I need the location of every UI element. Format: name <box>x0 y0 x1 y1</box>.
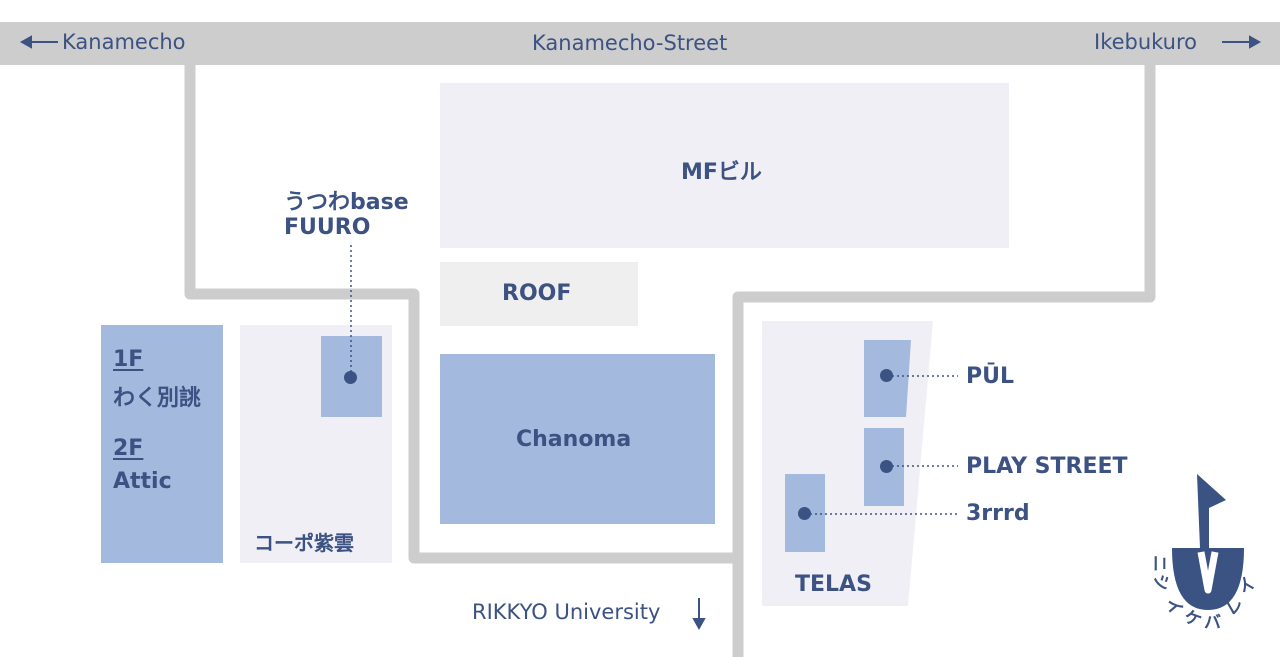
building-left[interactable] <box>101 325 223 563</box>
building-roof[interactable] <box>440 262 638 326</box>
building-roof-label: ROOF <box>502 281 572 306</box>
alley-path <box>184 60 1156 657</box>
arrow-right-icon <box>1222 35 1262 49</box>
shop-play-street-label: PLAY STREET <box>966 454 1128 479</box>
svg-text:イ: イ <box>1160 594 1186 620</box>
building-mf[interactable] <box>440 83 1009 248</box>
arrow-down-icon <box>692 598 706 631</box>
svg-text:ニ: ニ <box>1149 555 1169 572</box>
shop-utsuwa-label-line1: うつわbase <box>284 190 409 215</box>
logo-flag-icon <box>1197 474 1226 548</box>
floor-1f-name: わく別誂 <box>113 386 202 411</box>
road-label-ikebukuro: Ikebukuro <box>1094 30 1198 54</box>
floor-2f-label: 2F <box>113 436 144 461</box>
shop-utsuwa-label-line2: FUURO <box>284 215 371 240</box>
kanamecho-street-road <box>0 22 1280 65</box>
marker-pul[interactable] <box>880 369 893 382</box>
svg-text:バ: バ <box>1204 613 1221 633</box>
building-chanoma[interactable] <box>440 354 715 524</box>
marker-3rrrd[interactable] <box>798 507 811 520</box>
building-mf-label: MFビル <box>681 160 762 185</box>
building-corpo-label: コーポ紫雲 <box>254 531 354 555</box>
building-telas-label: TELAS <box>795 572 872 597</box>
svg-text:シ: シ <box>1149 572 1173 594</box>
marker-utsuwa[interactable] <box>344 371 357 384</box>
building-chanoma-label: Chanoma <box>516 427 632 452</box>
floor-1f-label: 1F <box>113 347 144 372</box>
svg-text:ケ: ケ <box>1181 607 1204 632</box>
arrow-left-icon <box>19 35 58 49</box>
road-label-kanamecho: Kanamecho <box>62 30 186 54</box>
shop-3rrrd-label: 3rrrd <box>966 501 1030 526</box>
marker-play-street[interactable] <box>880 460 893 473</box>
floor-2f-name: Attic <box>113 469 172 494</box>
road-label-kanamecho-street: Kanamecho-Street <box>532 31 728 55</box>
shop-pul-label: PŪL <box>966 364 1015 389</box>
road-label-rikkyo: RIKKYO University <box>472 600 661 624</box>
